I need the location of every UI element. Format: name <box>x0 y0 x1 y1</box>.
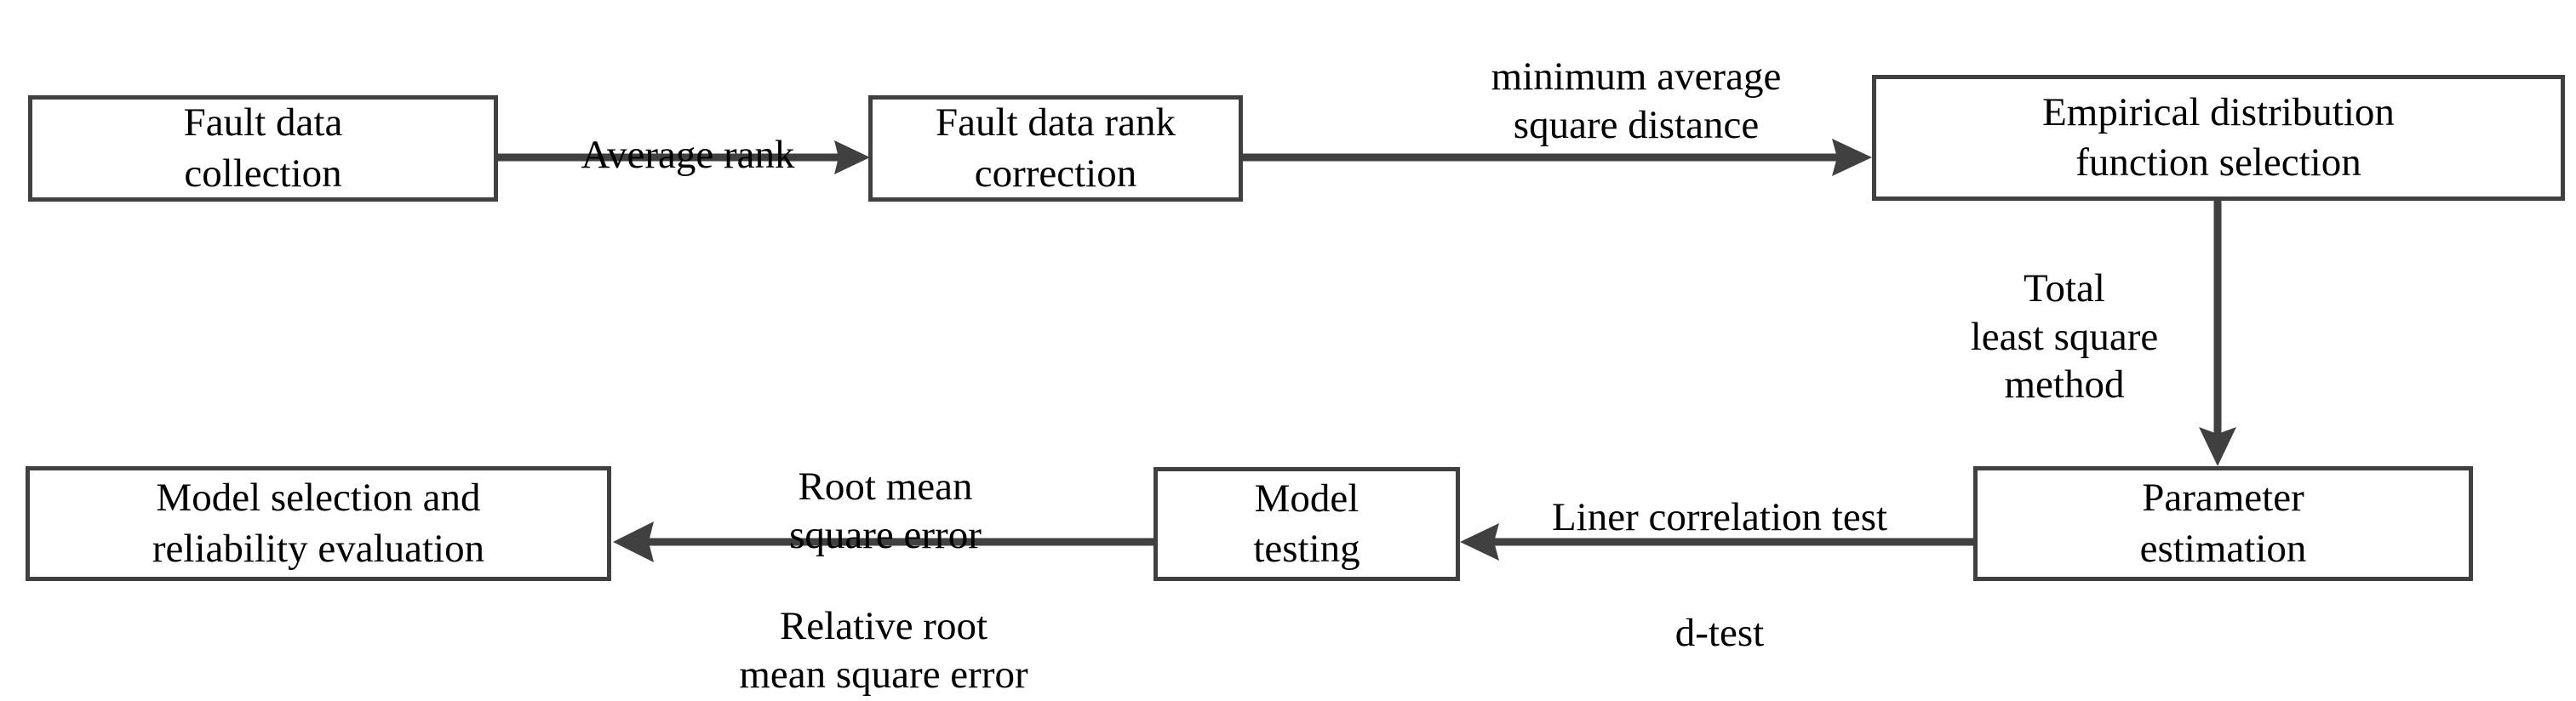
edge-label-average-rank: Average rank <box>535 83 841 180</box>
edge-label-text: Liner correlation test <box>1551 495 1888 540</box>
edge-label-relative-root-mean-square-error: Relative root mean square error <box>628 555 1139 698</box>
edge-label-text: Relative root mean square error <box>739 604 1028 697</box>
node-fault-data-collection[interactable]: Fault data collection <box>28 95 498 202</box>
edge-label-liner-correlation-test: Liner correlation test <box>1481 446 1958 542</box>
edge-label-root-mean-square-error: Root mean square error <box>647 415 1124 559</box>
node-label: Fault data collection <box>183 100 343 196</box>
edge-model-testing-to-model-selection <box>611 516 1156 567</box>
edge-parameter-estimation-to-model-testing <box>1458 516 1978 567</box>
edge-label-text: minimum average square distance <box>1491 54 1782 147</box>
node-label: Empirical distribution function selectio… <box>2042 89 2395 185</box>
node-fault-data-rank-correction[interactable]: Fault data rank correction <box>868 95 1243 202</box>
node-label: Parameter estimation <box>2139 476 2307 571</box>
node-model-selection-and-reliability-evaluation[interactable]: Model selection and reliability evaluati… <box>26 466 611 581</box>
edge-edf-to-parameter-estimation <box>2192 201 2243 469</box>
node-empirical-distribution-function-selection[interactable]: Empirical distribution function selectio… <box>1872 75 2565 201</box>
node-label: Model selection and reliability evaluati… <box>152 476 485 571</box>
edge-label-d-test: d-test <box>1481 561 1958 658</box>
edge-label-text: Root mean square error <box>789 464 982 557</box>
edge-collection-to-rank-correction <box>498 132 873 183</box>
edge-label-minimum-average-square-distance: minimum average square distance <box>1423 5 1849 149</box>
node-label: Model testing <box>1253 476 1360 571</box>
edge-rank-correction-to-edf <box>1243 132 1875 183</box>
edge-label-text: d-test <box>1674 611 1765 656</box>
node-model-testing[interactable]: Model testing <box>1153 467 1460 581</box>
edge-label-text: Average rank <box>581 133 795 178</box>
edge-label-total-least-square-method: Total least square method <box>1928 217 2201 409</box>
edge-label-text: Total least square method <box>1970 266 2159 407</box>
node-label: Fault data rank correction <box>936 100 1176 196</box>
node-parameter-estimation[interactable]: Parameter estimation <box>1973 466 2473 581</box>
